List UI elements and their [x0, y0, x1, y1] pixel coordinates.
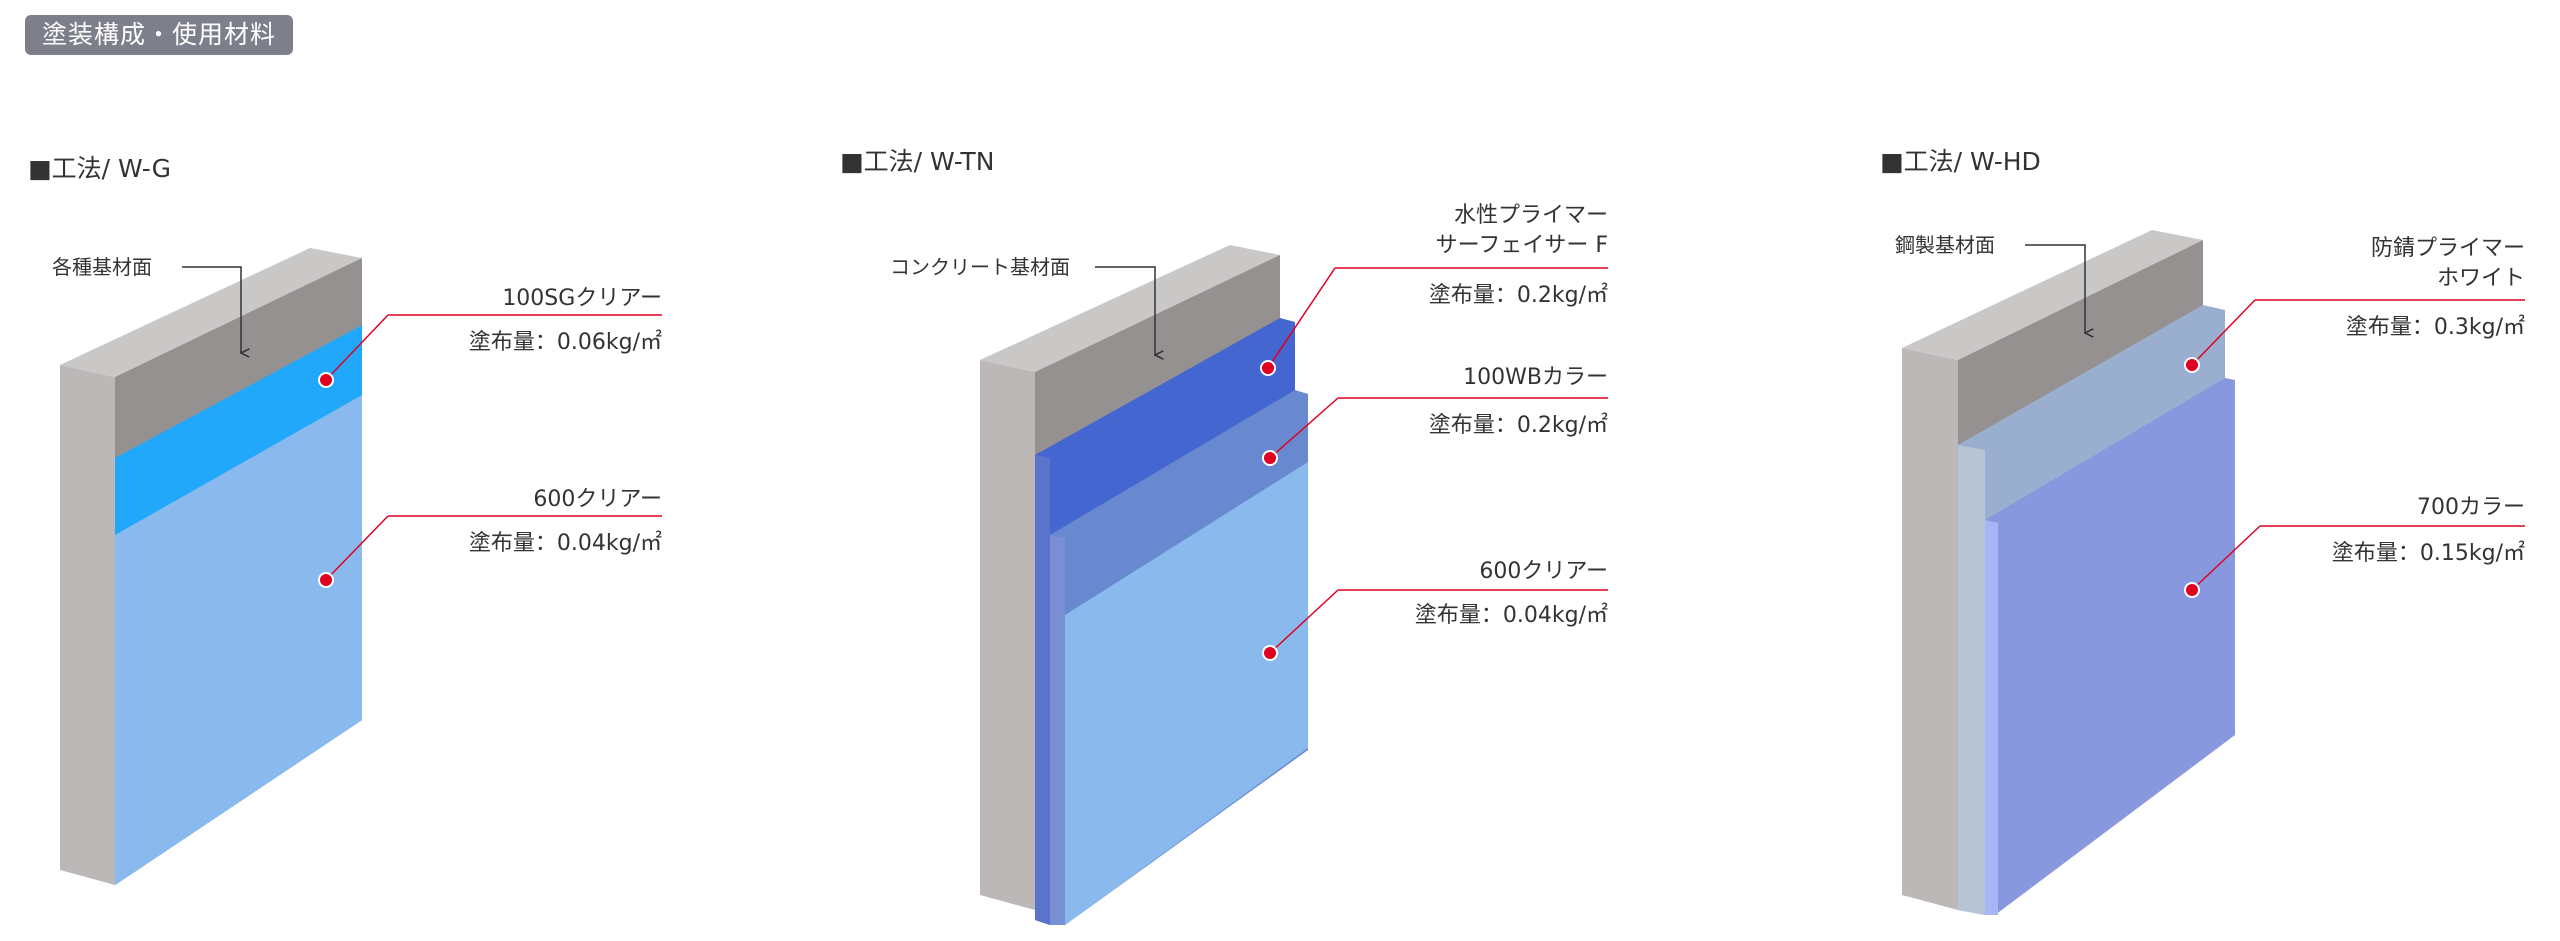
wtn-substrate-label: コンクリート基材面: [890, 255, 1070, 279]
wg-layer1-amount: 塗布量：0.06kg/㎡: [469, 329, 662, 355]
wtn-layer1-name2: サーフェイサー F: [1436, 233, 1608, 258]
wtn-layer3-amount: 塗布量：0.04kg/㎡: [1415, 602, 1608, 628]
wg-substrate-top: [60, 248, 362, 377]
wtn-layer-primer-edge: [1035, 455, 1050, 925]
wtn-layer2-amount: 塗布量：0.2kg/㎡: [1429, 412, 1608, 438]
method-whd: ■工法/ W-HD 鋼製基材面 防錆プライマー ホワイト 塗布量：0.3kg/㎡…: [1880, 147, 2525, 915]
whd-layer1-name: 防錆プライマー: [2371, 236, 2525, 261]
whd-layer2-dot: [2184, 582, 2200, 598]
wg-layer2-amount: 塗布量：0.04kg/㎡: [469, 530, 662, 556]
whd-layer-700color-edge: [1985, 520, 1998, 915]
wtn-layer1-dot: [1260, 360, 1276, 376]
wtn-substrate-top: [980, 245, 1280, 372]
whd-layer-700color: [1985, 378, 2235, 915]
whd-substrate-leader: [2025, 244, 2085, 333]
wtn-layer-600clear: [1065, 462, 1308, 925]
wg-layer1-name: 100SGクリアー: [502, 286, 662, 311]
whd-layer1-dot: [2184, 357, 2200, 373]
wtn-layer1-leader: [1267, 267, 1336, 369]
method-wg: ■工法/ W-G 各種基材面 100SGクリアー 塗布量：0.06kg/㎡ 60…: [28, 154, 662, 885]
wg-layer2-dot: [318, 572, 334, 588]
wtn-layer1-amount: 塗布量：0.2kg/㎡: [1429, 282, 1608, 308]
section-title-badge: 塗装構成・使用材料: [25, 15, 294, 55]
wtn-substrate-front: [980, 360, 1035, 910]
wtn-layer3-leader: [1269, 589, 1339, 654]
whd-layer1-leader: [2191, 299, 2256, 366]
method-wtn: ■工法/ W-TN コンクリート基材面 水性プライマー サーフェイサー F 塗布…: [840, 147, 1608, 925]
whd-layer2-leader: [2191, 525, 2261, 591]
whd-substrate-label: 鋼製基材面: [1895, 233, 1995, 257]
wg-layer1-dot: [318, 372, 334, 388]
wg-layer2-name: 600クリアー: [533, 487, 662, 512]
wtn-layer-100wb-edge: [1050, 535, 1065, 925]
whd-substrate-front: [1902, 348, 1958, 910]
wtn-layer2-dot: [1262, 450, 1278, 466]
wg-layer1-leader: [325, 314, 389, 381]
whd-layer2-amount: 塗布量：0.15kg/㎡: [2332, 540, 2525, 566]
wtn-layer3-name: 600クリアー: [1479, 559, 1608, 584]
wg-substrate-front: [60, 365, 115, 885]
whd-substrate-top: [1902, 230, 2203, 360]
wg-substrate-label: 各種基材面: [52, 255, 152, 279]
wtn-layer3-dot: [1262, 645, 1278, 661]
wtn-layer2-name: 100WBカラー: [1463, 365, 1608, 390]
wg-layer2-leader: [325, 515, 389, 581]
whd-layer2-name: 700カラー: [2417, 495, 2525, 520]
method-wg-title: ■工法/ W-G: [28, 154, 171, 183]
whd-layer1-amount: 塗布量：0.3kg/㎡: [2346, 314, 2525, 340]
wtn-layer2-leader: [1269, 397, 1339, 459]
wg-substrate-leader: [182, 266, 241, 353]
whd-layer-primer-edge: [1958, 445, 1985, 915]
whd-layer1-name2: ホワイト: [2437, 266, 2525, 291]
method-wtn-title: ■工法/ W-TN: [840, 147, 994, 176]
wtn-layer1-name: 水性プライマー: [1454, 203, 1608, 228]
wtn-substrate-leader: [1095, 266, 1155, 355]
method-whd-title: ■工法/ W-HD: [1880, 147, 2041, 176]
wg-layer-600clear: [115, 395, 362, 885]
